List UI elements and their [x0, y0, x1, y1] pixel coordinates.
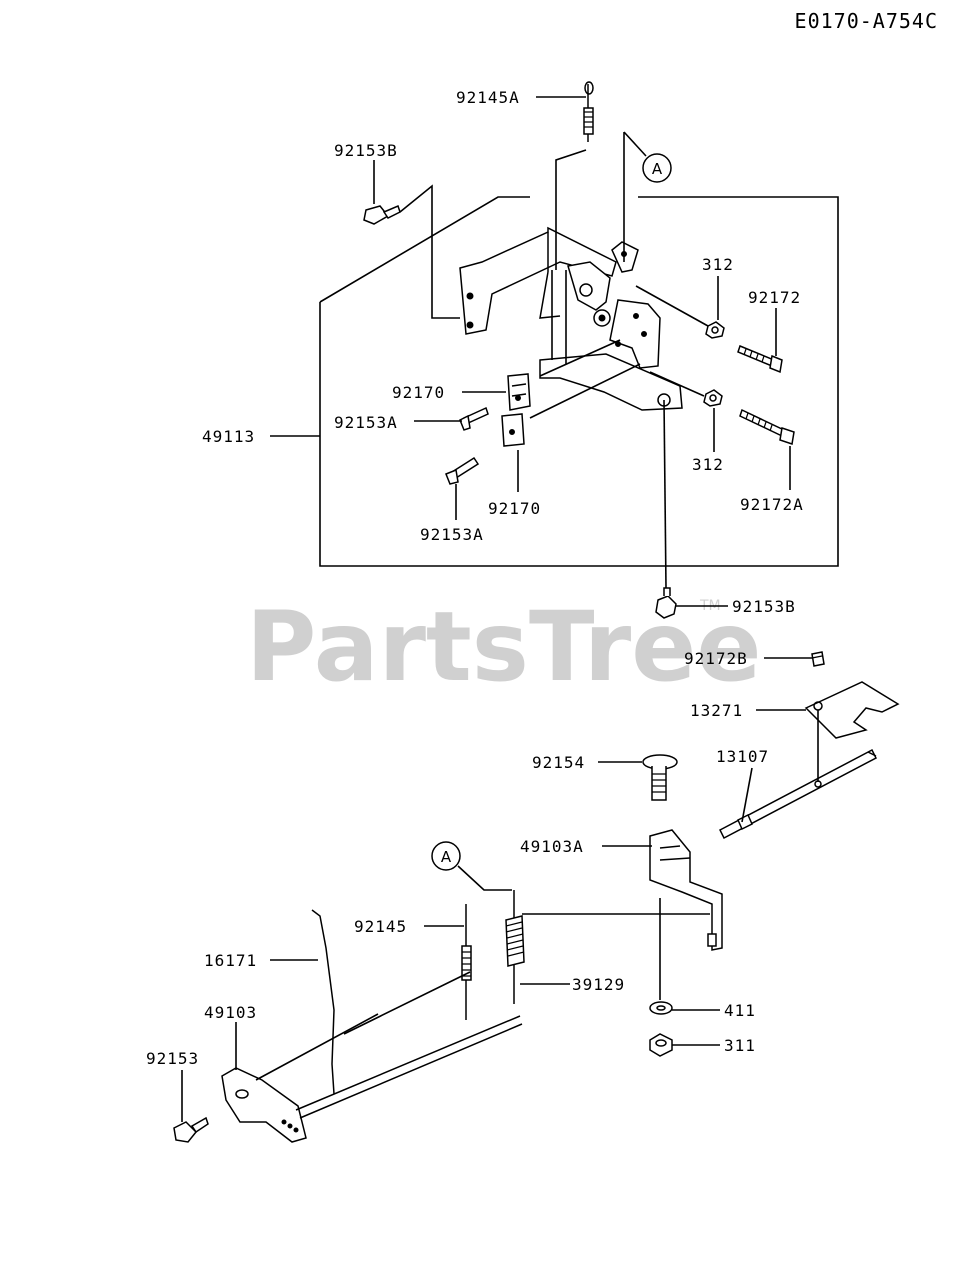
bolt-92154	[642, 754, 678, 801]
screw-92172	[737, 345, 783, 374]
label-411: 411	[724, 1001, 756, 1020]
label-39129: 39129	[572, 975, 625, 994]
shaft-13107	[719, 748, 877, 840]
nut-312-bottom	[703, 389, 723, 407]
part-labels: 92145A 92153B 312 92172 92170 92153A 491…	[146, 88, 804, 1068]
bolt-92153B-mid	[655, 587, 677, 619]
diagram-code: E0170-A754C	[795, 9, 938, 33]
label-49103: 49103	[204, 1003, 257, 1022]
label-13271: 13271	[690, 701, 743, 720]
label-92153A-mid: 92153A	[334, 413, 398, 432]
label-92145A: 92145A	[456, 88, 520, 107]
watermark-text: PartsTree	[246, 591, 761, 703]
nut-311	[649, 1033, 673, 1057]
label-92153: 92153	[146, 1049, 199, 1068]
bolt-92153	[173, 1116, 209, 1143]
assembly-outline-49113	[319, 196, 839, 567]
bracket-49103A	[649, 829, 723, 951]
nut-312-top	[705, 321, 725, 339]
callout-A-lower-text: A	[441, 848, 452, 866]
callout-A-upper-text: A	[652, 160, 663, 178]
callout-A-upper: A	[623, 131, 672, 262]
label-312-bottom: 312	[692, 455, 724, 474]
label-92172B: 92172B	[684, 649, 748, 668]
screw-92172A	[739, 408, 795, 445]
label-92170-bottom: 92170	[488, 499, 541, 518]
plate-13271	[804, 681, 900, 739]
label-92170-top: 92170	[392, 383, 445, 402]
label-311: 311	[724, 1036, 756, 1055]
spring-92145A	[583, 81, 594, 142]
label-49113: 49113	[202, 427, 255, 446]
label-92145: 92145	[354, 917, 407, 936]
label-92153B-mid: 92153B	[732, 597, 796, 616]
label-49103A: 49103A	[520, 837, 584, 856]
lever-49103	[221, 1015, 523, 1143]
label-13107: 13107	[716, 747, 769, 766]
washer-411	[649, 1001, 673, 1015]
label-92153B-top: 92153B	[334, 141, 398, 160]
control-bracket-49113	[459, 226, 683, 411]
screw-92153A-mid	[459, 406, 489, 431]
label-92172A: 92172A	[740, 495, 804, 514]
screw-92153A-bottom	[445, 456, 480, 485]
label-92153A-bottom: 92153A	[420, 525, 484, 544]
callout-A-lower: A	[431, 841, 512, 891]
label-16171: 16171	[204, 951, 257, 970]
spring-92145	[461, 904, 472, 1020]
parts-tree-watermark: PartsTree TM	[246, 591, 761, 703]
label-92154: 92154	[532, 753, 585, 772]
clip-92170-bottom	[501, 413, 525, 447]
spring-39129	[505, 890, 525, 1004]
screw-92172B	[811, 651, 825, 667]
clip-92170-top	[507, 373, 531, 411]
label-92172: 92172	[748, 288, 801, 307]
rod-16171	[311, 909, 335, 1095]
label-312-top: 312	[702, 255, 734, 274]
bolt-92153B-top	[363, 204, 401, 225]
leader-lines	[181, 96, 819, 1122]
